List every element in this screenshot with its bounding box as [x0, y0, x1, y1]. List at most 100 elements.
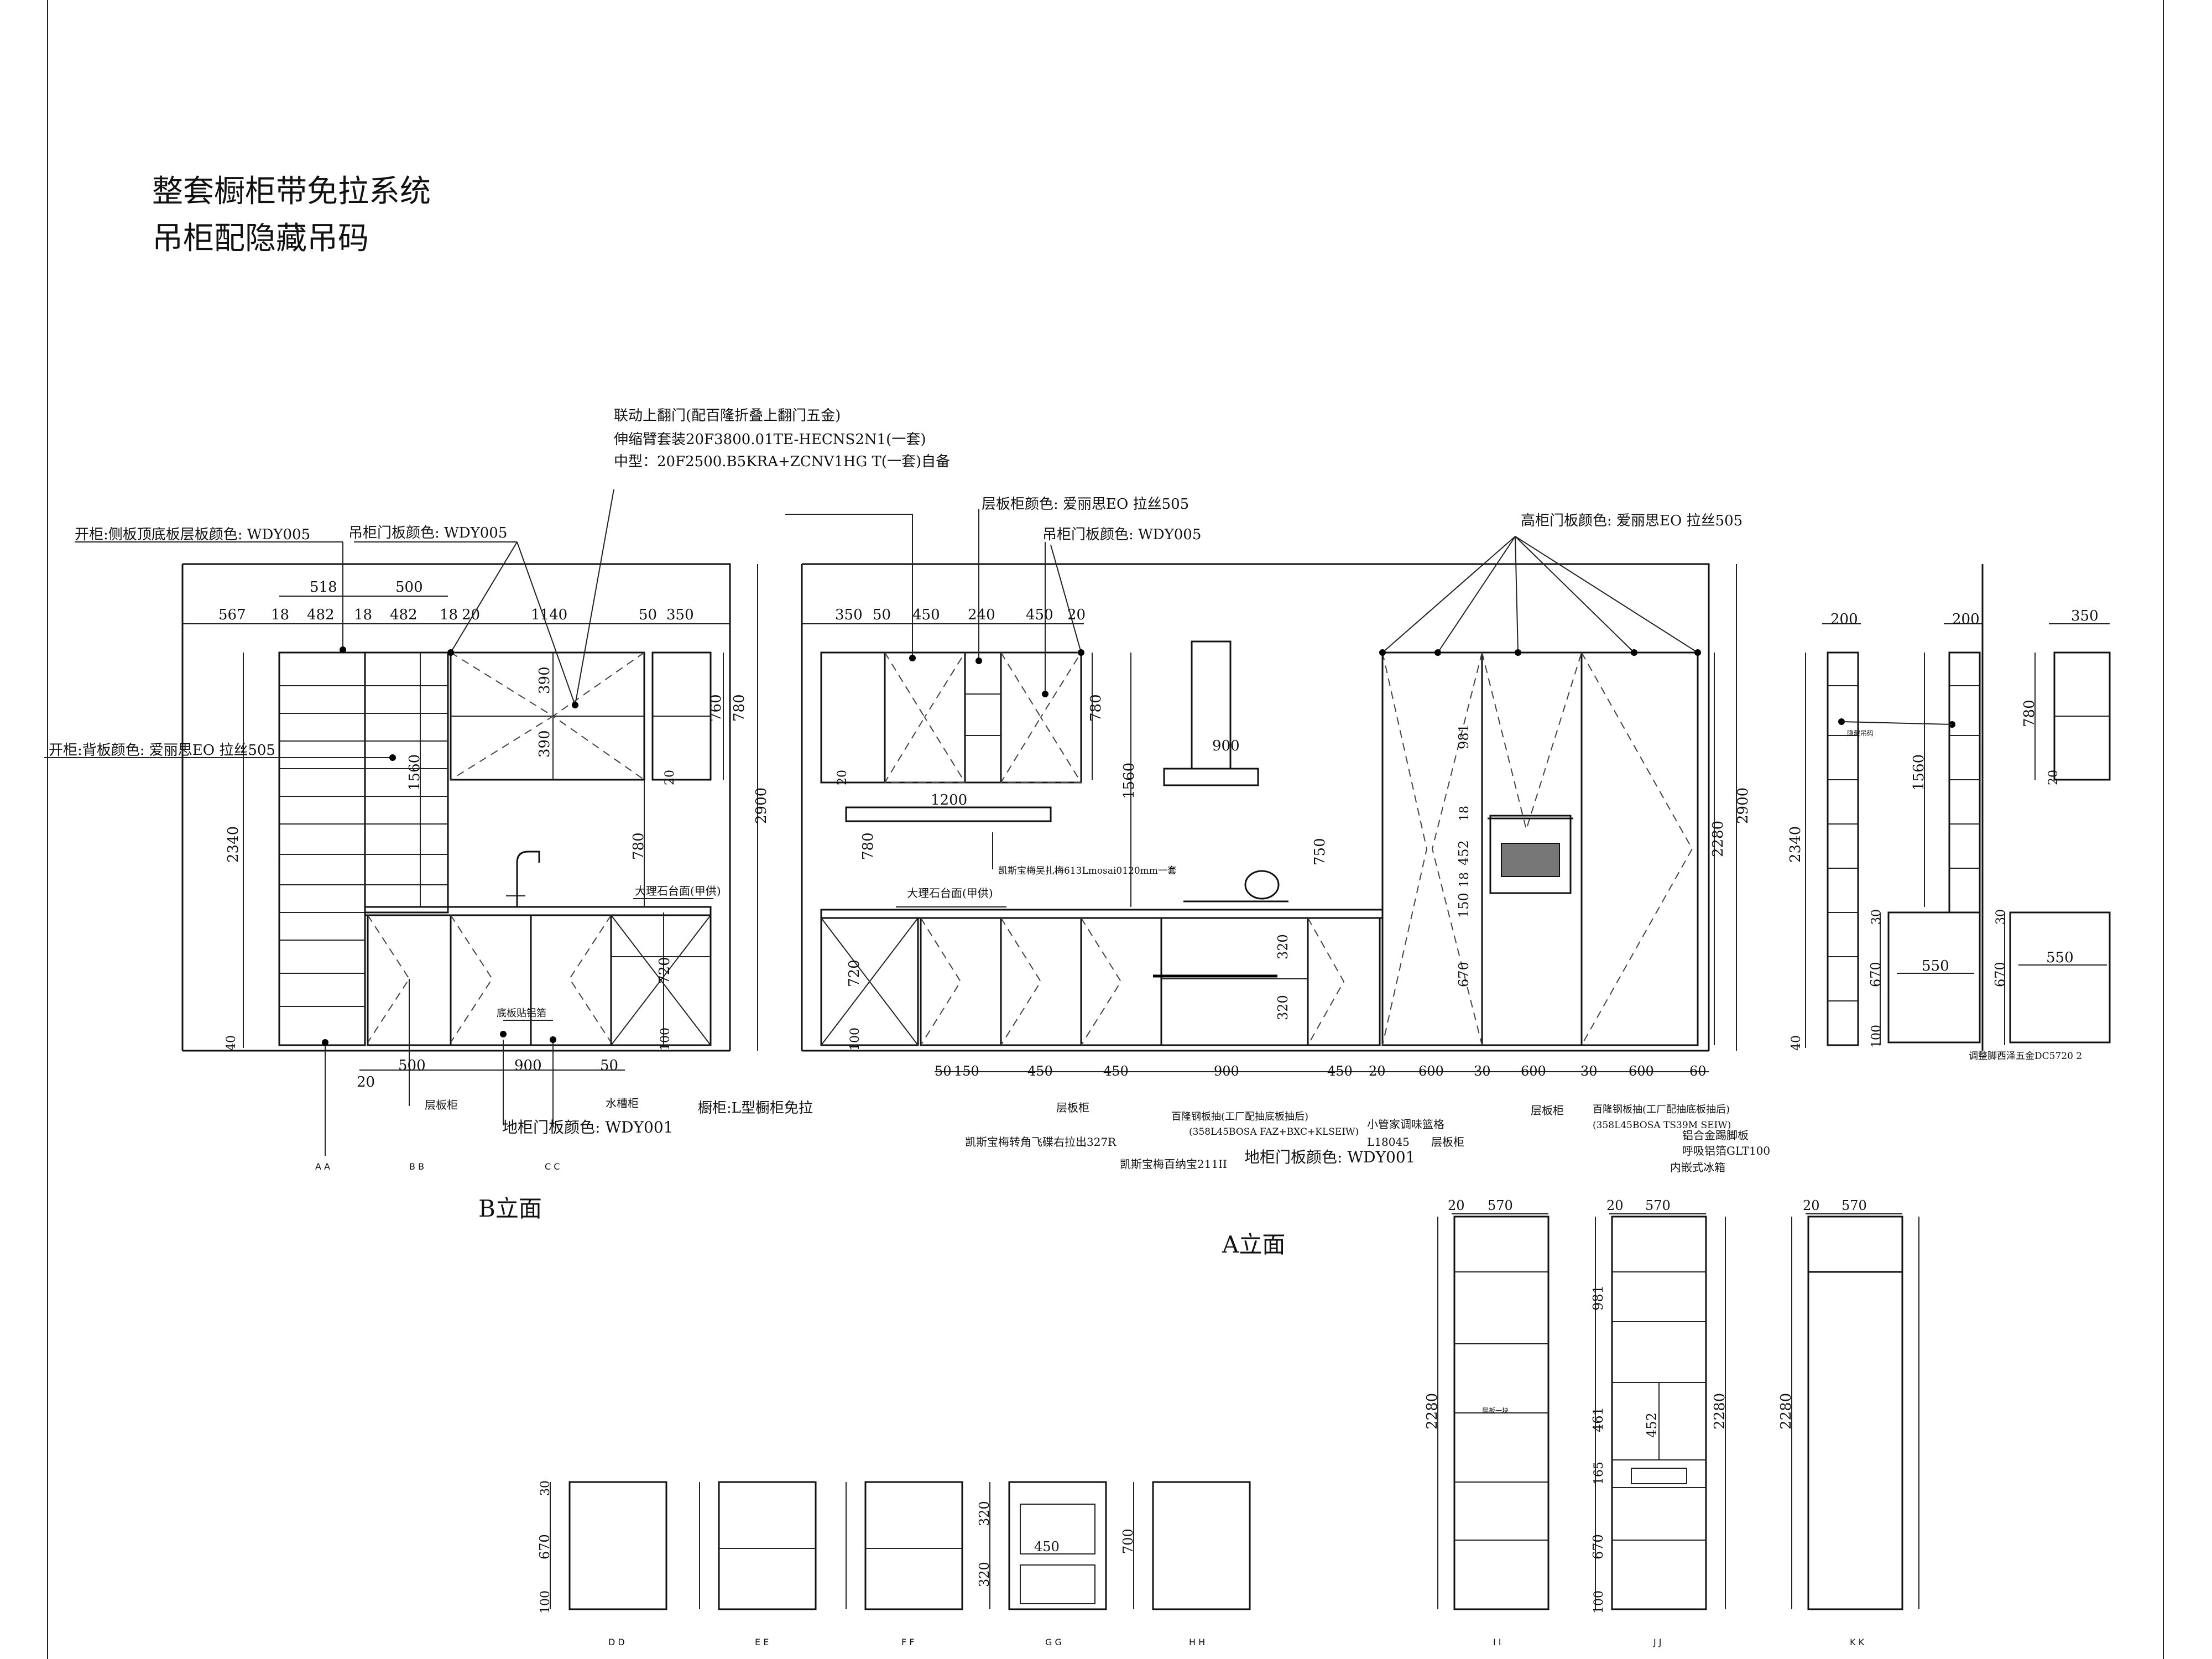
- note-open-back: 开柜:背板颜色: 爱丽思EO 拉丝505: [49, 742, 275, 759]
- dim-a-450b: 450: [1026, 607, 1053, 623]
- dim-a-18b: 18: [1458, 872, 1472, 888]
- dim-a-b20: 20: [1369, 1063, 1386, 1079]
- note-plinth: 铝合金踢脚板: [1682, 1129, 1749, 1142]
- dim-b-390a: 390: [536, 666, 553, 694]
- note-tall-door: 高柜门板颜色: 爱丽思EO 拉丝505: [1521, 513, 1743, 529]
- note-flipdoor-2: 伸缩臂套装20F3800.01TE-HECNS2N1(一套): [614, 431, 926, 448]
- note-rack-a: 小管家调味篮格: [1367, 1118, 1444, 1131]
- a-elevation: [785, 509, 1737, 1072]
- b-elevation: [44, 489, 758, 1156]
- dim-a-b450a: 450: [1027, 1063, 1053, 1079]
- dim-a-b50: 50: [935, 1063, 952, 1079]
- note-drawer-a2: 凯斯宝梅百纳宝211II: [1120, 1157, 1227, 1171]
- dim-b-40: 40: [225, 1035, 238, 1051]
- dim-b-100: 100: [659, 1027, 672, 1051]
- section-cc: C C: [545, 1161, 560, 1172]
- section-kk: K K: [1850, 1637, 1865, 1647]
- dim-a-20v: 20: [836, 770, 849, 785]
- note-shelf-a3: 层板柜: [1531, 1104, 1564, 1117]
- dim-a-900: 900: [1212, 738, 1240, 754]
- dim-a-450: 450: [912, 607, 940, 623]
- dim-r-780: 780: [2021, 700, 2038, 727]
- note-shelf-a2: 层板柜: [1431, 1135, 1464, 1149]
- dim-a-b450b: 450: [1103, 1063, 1129, 1079]
- dimension-labels: 567 18 482 18 482 18 20 1140 50 350 518 …: [218, 579, 2099, 1614]
- dim-b-720: 720: [656, 957, 673, 984]
- dim-b-2900: 2900: [753, 787, 770, 824]
- note-sink: 底板贴铝箔: [497, 1008, 546, 1019]
- dim-a-780: 780: [860, 832, 877, 860]
- dim-t-20b: 20: [1606, 1198, 1624, 1213]
- dim-b-bot-50: 50: [600, 1057, 618, 1074]
- note-wall-door-a: 吊柜门板颜色: WDY005: [1042, 526, 1201, 543]
- dim-r-350: 350: [2071, 608, 2099, 624]
- title-line2: 吊柜配隐藏吊码: [152, 221, 369, 257]
- dim-t-165: 165: [1592, 1462, 1606, 1485]
- note-rack-a2: L18045: [1367, 1135, 1410, 1149]
- labels: 联动上翻门(配百隆折叠上翻门五金) 伸缩臂套装20F3800.01TE-HECN…: [49, 408, 2082, 1647]
- section-dd: D D: [608, 1637, 625, 1647]
- note-plinth2: 呼吸铝箔GLT100: [1682, 1144, 1770, 1157]
- label-a-elevation: A立面: [1222, 1231, 1285, 1258]
- dim-a-750: 750: [1312, 838, 1328, 865]
- dim-t-570b: 570: [1645, 1198, 1671, 1213]
- dim-a-b150: 150: [954, 1063, 979, 1079]
- dim-b-50: 50: [639, 607, 657, 623]
- dim-r-550b: 550: [2046, 950, 2074, 966]
- dim-s-100: 100: [539, 1590, 552, 1614]
- note-shelf-a: 层板柜: [1056, 1101, 1089, 1114]
- dim-b-567: 567: [218, 607, 246, 623]
- dim-r-670a: 670: [1868, 962, 1884, 987]
- dim-t-570c: 570: [1841, 1198, 1867, 1213]
- dim-a-240: 240: [968, 607, 995, 623]
- dim-a-150: 150: [1456, 893, 1472, 918]
- dim-s-320b: 320: [977, 1562, 992, 1587]
- note-drawer-a3b: (358L45BOSA TS39M SEIW): [1593, 1120, 1731, 1131]
- dim-r-550a: 550: [1922, 958, 1949, 974]
- section-jj: J J: [1653, 1637, 1662, 1647]
- dim-b-1140: 1140: [531, 607, 567, 623]
- dim-r-670b: 670: [1992, 962, 2008, 987]
- dim-b-2340: 2340: [225, 826, 242, 863]
- note-corner-fly: 凯斯宝梅转角飞碟右拉出327R: [965, 1135, 1117, 1149]
- dim-b-350: 350: [666, 607, 694, 623]
- dim-t-20a: 20: [1448, 1198, 1465, 1213]
- dim-r-40: 40: [1790, 1035, 1803, 1051]
- dim-b-500: 500: [395, 579, 423, 596]
- dim-t-452: 452: [1644, 1412, 1660, 1438]
- dim-a-320a: 320: [1275, 934, 1291, 959]
- section-ii: I I: [1493, 1637, 1501, 1647]
- dim-s-30: 30: [539, 1480, 552, 1496]
- dim-r-1560: 1560: [1911, 754, 1927, 791]
- dim-r-2340: 2340: [1787, 826, 1804, 863]
- note-open-side: 开柜:侧板顶底板层板颜色: WDY005: [75, 526, 310, 543]
- note-drawer-a1b: (358L45BOSA FAZ+BXC+KLSEIW): [1189, 1126, 1359, 1138]
- dim-r-20: 20: [2047, 770, 2060, 785]
- note-shelf-color: 层板柜颜色: 爱丽思EO 拉丝505: [982, 496, 1189, 513]
- title-line1: 整套橱柜带免拉系统: [152, 174, 431, 210]
- dim-a-320b: 320: [1275, 995, 1291, 1020]
- dim-s-450: 450: [1034, 1539, 1060, 1554]
- dim-b-780b: 780: [630, 832, 647, 860]
- dim-a-b600a: 600: [1418, 1063, 1444, 1079]
- dim-r-100a: 100: [1870, 1025, 1884, 1048]
- dim-s-700: 700: [1120, 1528, 1136, 1554]
- note-counter-a: 大理石台面(甲供): [907, 886, 993, 900]
- dim-a-b30b: 30: [1580, 1063, 1598, 1079]
- label-b-elevation: B立面: [478, 1195, 542, 1222]
- dim-a-1560: 1560: [1121, 763, 1138, 799]
- note-fridge: 内嵌式冰箱: [1670, 1161, 1725, 1174]
- dim-a-981: 981: [1456, 724, 1472, 749]
- dim-a-1200: 1200: [931, 792, 967, 808]
- dim-a-b600c: 600: [1629, 1063, 1654, 1079]
- small-shelf: 层板一块: [1482, 1407, 1509, 1415]
- note-shelf-b: 层板柜: [425, 1098, 458, 1112]
- note-flipdoor-3: 中型：20F2500.B5KRA+ZCNV1HG T(一套)自备: [614, 453, 950, 470]
- section-aa: A A: [315, 1161, 330, 1172]
- note-drawer-a1: 百隆钢板抽(工厂配抽底板抽后): [1171, 1111, 1308, 1123]
- dim-a-2900: 2900: [1735, 787, 1751, 824]
- note-leg: 调整脚西泽五金DC5720 2: [1969, 1051, 2082, 1062]
- dim-b-482b: 482: [390, 607, 418, 623]
- dim-t-461: 461: [1590, 1407, 1606, 1432]
